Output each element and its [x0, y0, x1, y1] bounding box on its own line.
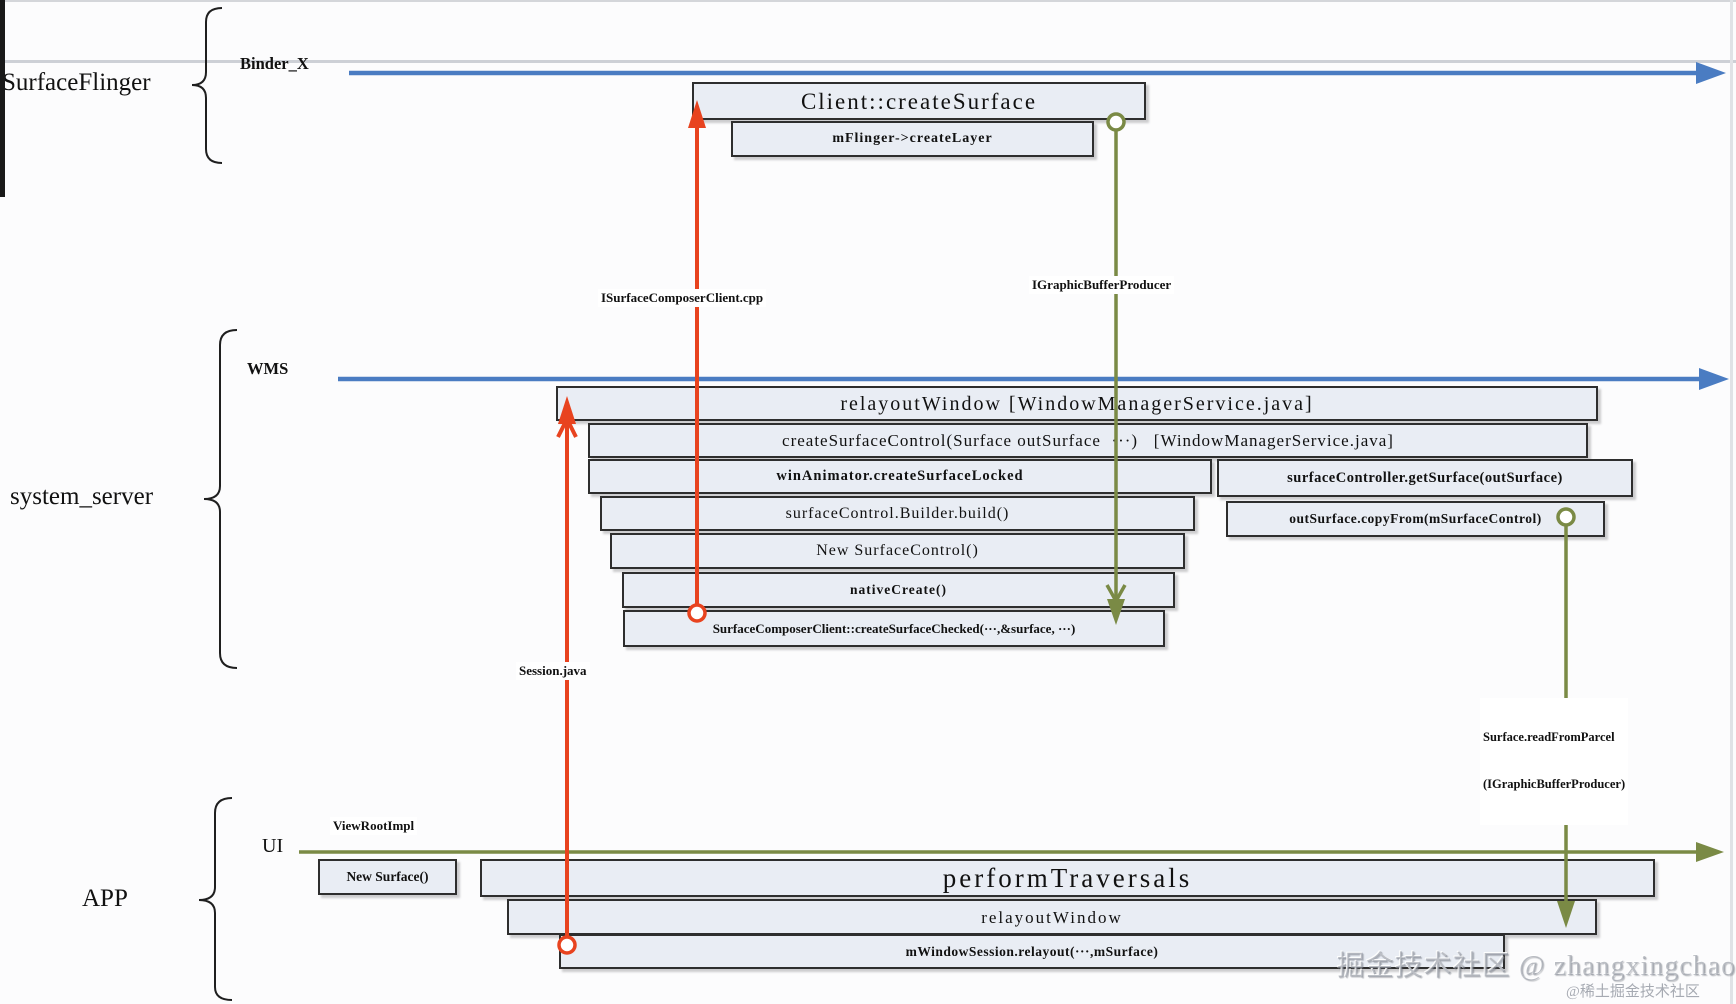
label-wms: WMS [247, 359, 289, 378]
box-new-surfacecontrol: New SurfaceControl() [610, 533, 1185, 569]
app-brace [198, 797, 233, 1001]
system-server-brace [203, 329, 238, 669]
label-line-2: (IGraphicBufferProducer) [1483, 777, 1626, 792]
box-relayoutwindow-app: relayoutWindow [507, 899, 1597, 935]
label-system-server: system_server [10, 483, 154, 510]
box-new-surface: New Surface() [318, 859, 457, 895]
box-surfacecontrol-builder-build: surfaceControl.Builder.build() [600, 496, 1195, 531]
label-viewrootimpl: ViewRootImpl [330, 817, 418, 836]
box-mwindowsession-relayout: mWindowSession.relayout(···,mSurface) [559, 934, 1505, 969]
frame-artifact-top [0, 0, 1736, 2]
box-surfacecontroller-getsurface: surfaceController.getSurface(outSurface) [1217, 459, 1633, 497]
frame-artifact-line [0, 60, 1736, 63]
binder-lifeline-arrow [349, 62, 1726, 84]
box-winanimator-createsurfacelocked: winAnimator.createSurfaceLocked [588, 459, 1212, 494]
label-session-java: Session.java [516, 662, 590, 681]
frame-artifact-right [1730, 0, 1733, 1004]
box-createsurfacecontrol: createSurfaceControl(Surface outSurface … [588, 423, 1588, 458]
box-outsurface-copyfrom: outSurface.copyFrom(mSurfaceControl) [1226, 501, 1605, 537]
box-createsurfacechecked: SurfaceComposerClient::createSurfaceChec… [623, 610, 1165, 647]
watermark-subtitle: @稀土掘金技术社区 [1566, 984, 1700, 1000]
surfaceflinger-brace [191, 7, 223, 164]
label-isurfacecomposerclient-cpp: ISurfaceComposerClient.cpp [598, 289, 767, 308]
label-surfaceflinger: SurfaceFlinger [2, 69, 151, 96]
frame-artifact-left [0, 0, 5, 197]
label-app: APP [82, 885, 128, 912]
box-performtraversals: performTraversals [480, 859, 1655, 897]
label-ui: UI [262, 835, 284, 857]
box-nativecreate: nativeCreate() [622, 572, 1175, 608]
box-mflinger-createlayer: mFlinger->createLayer [731, 121, 1094, 157]
label-igraphicbufferproducer: IGraphicBufferProducer [1029, 276, 1175, 295]
label-surface-readfromparcel: Surface.readFromParcel (IGraphicBufferPr… [1480, 698, 1629, 825]
box-client-createsurface: Client::createSurface [692, 82, 1146, 120]
label-binder-x: Binder_X [240, 54, 309, 73]
label-line-1: Surface.readFromParcel [1483, 730, 1615, 745]
box-relayoutwindow-wms: relayoutWindow [WindowManagerService.jav… [556, 386, 1598, 421]
watermark-community: 掘金技术社区 @ zhangxingchao [1337, 951, 1736, 982]
